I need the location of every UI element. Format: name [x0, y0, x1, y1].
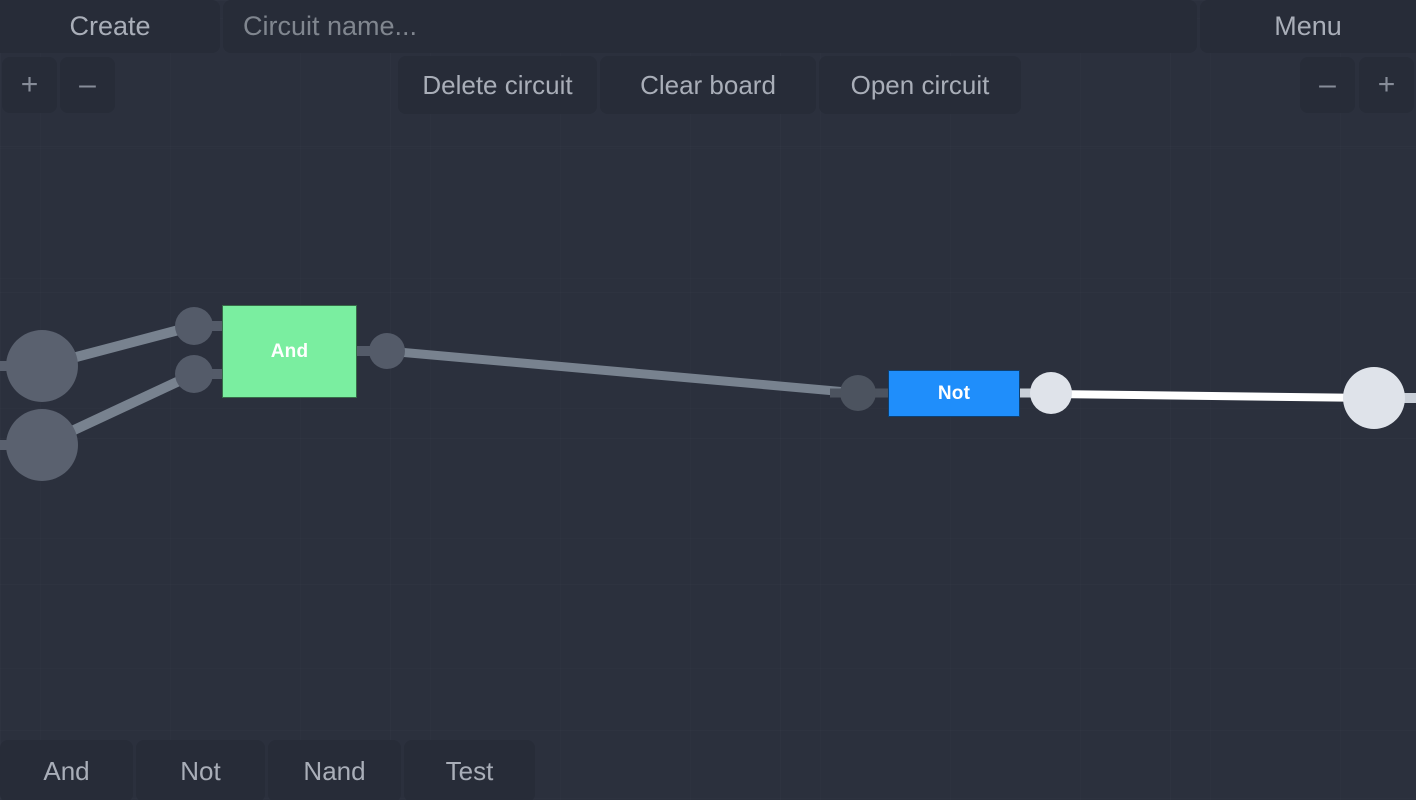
gate-not[interactable]: Not [888, 370, 1020, 417]
gate-label: And [270, 340, 309, 362]
output-node[interactable] [1343, 367, 1405, 429]
circuit-name-input[interactable] [223, 0, 1197, 53]
gate-label: Not [937, 382, 971, 404]
nodes-layer [6, 307, 1405, 481]
and-output[interactable] [369, 333, 405, 369]
action-button-delete-circuit[interactable]: Delete circuit [398, 56, 597, 114]
wire-not-to-output[interactable] [1050, 390, 1375, 402]
action-button-open-circuit[interactable]: Open circuit [819, 56, 1021, 114]
palette-item-not[interactable]: Not [136, 740, 265, 800]
action-button-clear-board[interactable]: Clear board [600, 56, 816, 114]
toolbar-primary: Create Menu [0, 0, 1416, 53]
and-input-bottom[interactable] [175, 355, 213, 393]
wire-and-to-not[interactable] [386, 346, 859, 398]
not-output[interactable] [1030, 372, 1072, 414]
and-input-top[interactable] [175, 307, 213, 345]
palette-item-nand[interactable]: Nand [268, 740, 401, 800]
wires-layer [0, 321, 1416, 450]
menu-button[interactable]: Menu [1200, 0, 1416, 53]
zoom-in-left-button[interactable]: + [2, 57, 57, 113]
create-button[interactable]: Create [0, 0, 220, 53]
palette-item-test[interactable]: Test [404, 740, 535, 800]
zoom-out-left-button[interactable]: – [60, 57, 115, 113]
palette-item-and[interactable]: And [0, 740, 133, 800]
zoom-in-right-button[interactable]: + [1359, 57, 1414, 113]
zoom-out-right-button[interactable]: – [1300, 57, 1355, 113]
input-node-b[interactable] [6, 409, 78, 481]
not-input[interactable] [840, 375, 876, 411]
gate-and[interactable]: And [222, 305, 357, 398]
input-node-a[interactable] [6, 330, 78, 402]
